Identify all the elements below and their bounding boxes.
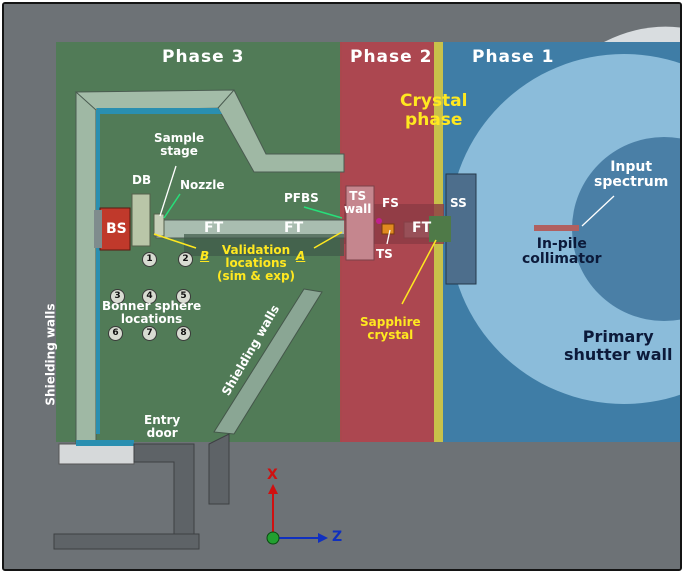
shielding-wall-bottom-left [58, 443, 135, 465]
primary-shutter-label: Primary shutter wall [564, 328, 672, 363]
shielding-wall-bottom-edge [76, 440, 134, 446]
entry-door-label: Entry door [144, 413, 181, 441]
sapphire-line1: Sapphire [360, 315, 421, 329]
bonner-point-8: 8 [176, 326, 191, 341]
in-pile-collimator-label: In-pile collimator [522, 236, 602, 268]
validation-b-arrow [153, 233, 197, 249]
validation-label: Validation locations (sim & exp) [217, 243, 296, 284]
primary-shutter-line2: shutter wall [564, 344, 673, 364]
in-pile-line2: collimator [522, 251, 602, 268]
z-axis-arrowhead [318, 533, 328, 543]
corner-highlight [604, 26, 680, 42]
ft-label-1: FT [204, 220, 224, 236]
ss-label: SS [450, 196, 467, 210]
fs-marker [376, 218, 382, 224]
ft-label-3: FT [412, 220, 432, 236]
primary-shutter-line1: Primary [582, 327, 654, 346]
pfbs-arrow [303, 206, 343, 219]
x-axis-arrowhead [268, 484, 278, 494]
shielding-wall-inner-edge [96, 108, 222, 114]
input-spectrum-line1: Input [610, 159, 653, 175]
bonner-point-6: 6 [108, 326, 123, 341]
entry-door-line1: Entry [144, 413, 181, 427]
validation-line3: (sim & exp) [217, 269, 296, 284]
bonner-sphere-label: Bonner sphere locations [102, 299, 202, 327]
shielding-wall-inner-edge-left [96, 110, 100, 434]
ts-wall-block [345, 185, 375, 261]
ts-wall-label: TS wall [344, 189, 372, 217]
beamline-shadow [184, 234, 344, 256]
db-label: DB [132, 173, 152, 187]
axis-z-label: Z [332, 529, 343, 545]
pfbs-label: PFBS [284, 191, 319, 205]
bonner-point-7: 7 [142, 326, 157, 341]
inner-shutter-core [572, 137, 680, 321]
bonner-point-3: 3 [110, 289, 125, 304]
nozzle-label: Nozzle [180, 178, 225, 192]
shielding-wall-diagonal [213, 288, 323, 435]
ts-wall-line2: wall [344, 202, 372, 217]
sample-stage-arrow [159, 165, 177, 217]
input-spectrum-label: Input spectrum [594, 159, 669, 191]
sapphire-crystal-block [429, 216, 451, 242]
shielding-wall-top [74, 89, 235, 111]
entry-path-bottom [53, 533, 200, 550]
fs-label: FS [382, 196, 399, 210]
annotation-arrows [159, 165, 615, 245]
phase3-label: Phase 3 [162, 47, 245, 67]
validation-b-marker: B [200, 249, 210, 263]
bs-back-plate [94, 210, 102, 248]
nozzle-arrow [163, 193, 181, 219]
bs-label: BS [106, 221, 127, 237]
entry-door-wall [208, 433, 230, 505]
ts-arrow [386, 229, 391, 245]
ft-label-2: FT [284, 220, 304, 236]
entry-door-line2: door [146, 426, 178, 441]
bonner-point-2: 2 [178, 252, 193, 267]
sapphire-line2: crystal [367, 328, 414, 343]
y-axis-origin [266, 531, 280, 545]
shielding-walls-left-label: Shielding walls [43, 303, 58, 406]
shielding-wall-left [75, 91, 97, 445]
ts-small-block [381, 223, 395, 235]
bonner-line2: locations [120, 312, 183, 327]
sample-stage-block [153, 213, 165, 237]
validation-a-arrow [313, 231, 343, 249]
yellow-arrows [153, 231, 437, 305]
sapphire-arrow [401, 239, 437, 305]
in-pile-line1: In-pile [536, 236, 587, 252]
in-pile-collimator-bar [534, 225, 579, 231]
input-spectrum-arrow [581, 195, 615, 227]
green-arrows [163, 193, 343, 219]
input-spectrum-line2: spectrum [594, 174, 669, 191]
validation-line2: locations [225, 256, 287, 271]
ts-wall-line1: TS [349, 189, 367, 203]
validation-line1: Validation [221, 243, 291, 257]
sample-stage-label: Sample stage [154, 131, 205, 159]
bonner-point-1: 1 [142, 252, 157, 267]
crystal-phase-line1: Crystal [400, 91, 468, 111]
bonner-point-4: 4 [142, 289, 157, 304]
bonner-point-5: 5 [176, 289, 191, 304]
db-block [131, 193, 151, 247]
sample-stage-line1: Sample [154, 131, 205, 145]
bonner-line1: Bonner sphere [102, 299, 202, 313]
axis-x-label: X [267, 467, 278, 483]
facility-layout [4, 4, 680, 569]
crystal-phase-line2: phase [405, 109, 463, 130]
sample-stage-line2: stage [160, 144, 198, 159]
validation-a-marker: A [296, 249, 306, 263]
ts-label: TS [376, 247, 393, 261]
crystal-phase-label: Crystal phase [400, 92, 468, 129]
sapphire-crystal-label: Sapphire crystal [360, 315, 421, 343]
phase2-label: Phase 2 [350, 47, 433, 67]
phase1-label: Phase 1 [472, 47, 555, 67]
